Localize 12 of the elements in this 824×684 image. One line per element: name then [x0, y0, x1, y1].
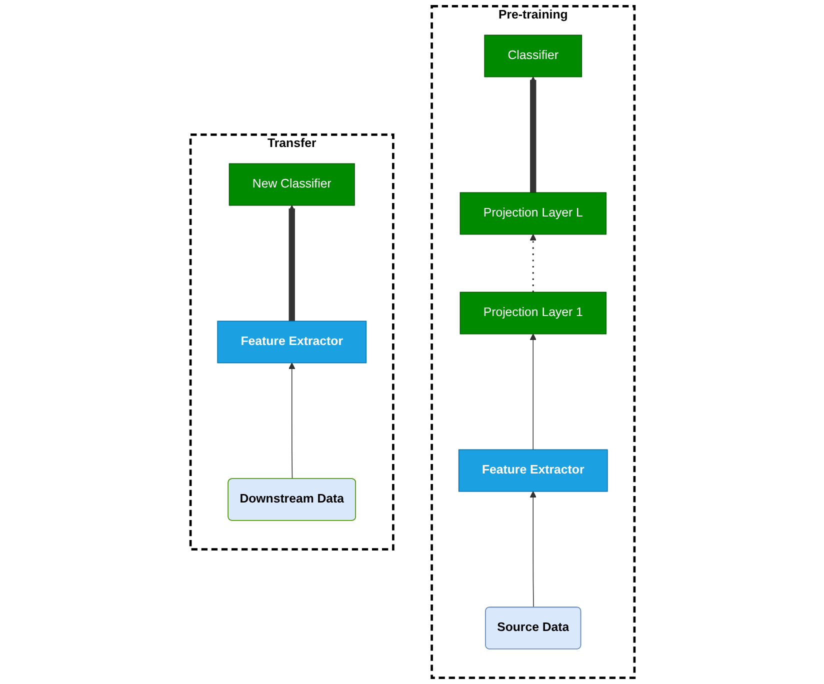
node-box: Feature Extractor	[216, 320, 366, 364]
node-box: Projection Layer 1	[459, 292, 606, 334]
arrow	[529, 76, 536, 193]
node-box: New Classifier	[228, 163, 354, 206]
arrow	[529, 334, 536, 450]
arrow	[288, 205, 295, 322]
arrow	[529, 491, 536, 608]
arrow	[529, 234, 536, 292]
node-box: Projection Layer L	[459, 192, 606, 235]
node-box: Classifier	[484, 34, 582, 78]
arrow	[288, 362, 295, 480]
node-box: Feature Extractor	[458, 449, 608, 492]
